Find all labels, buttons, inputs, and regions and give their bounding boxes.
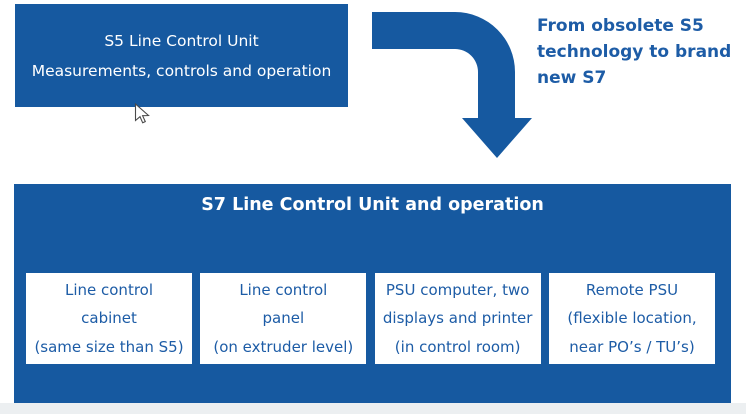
card-line-control-cabinet: Line control cabinet (same size than S5) <box>26 273 192 364</box>
transition-note-line-3: new S7 <box>537 68 607 88</box>
s7-cards-row: Line control cabinet (same size than S5)… <box>26 273 715 364</box>
card-remote-psu: Remote PSU (flexible location, near PO’s… <box>548 273 715 364</box>
card-line: (in control room) <box>394 337 521 356</box>
card-line: PSU computer, two <box>385 280 530 299</box>
s5-line-control-box: S5 Line Control Unit Measurements, contr… <box>15 4 348 107</box>
card-line: (flexible location, <box>567 309 697 328</box>
card-line: Line control <box>64 280 154 299</box>
s7-panel-title: S7 Line Control Unit and operation <box>201 195 544 215</box>
card-line: panel <box>262 309 305 328</box>
card-line: Line control <box>239 280 328 299</box>
card-line: Remote PSU <box>585 280 679 299</box>
bent-down-arrow-icon <box>372 12 532 158</box>
card-line: cabinet <box>81 309 137 328</box>
s7-panel: S7 Line Control Unit and operation Line … <box>14 184 731 403</box>
card-psu-computer: PSU computer, two displays and printer (… <box>374 273 541 364</box>
s5-box-subtitle: Measurements, controls and operation <box>31 61 332 80</box>
bottom-strip <box>0 403 746 414</box>
card-line-control-panel: Line control panel (on extruder level) <box>200 273 367 364</box>
card-line: near PO’s / TU’s) <box>569 337 695 356</box>
transition-note-line-1: From obsolete S5 <box>537 16 704 36</box>
transition-note: From obsolete S5 technology to brand new… <box>537 13 745 91</box>
s5-box-title: S5 Line Control Unit <box>104 31 259 50</box>
card-line: (on extruder level) <box>213 337 354 356</box>
mouse-cursor-icon <box>134 103 150 124</box>
card-line: (same size than S5) <box>34 337 184 356</box>
card-line: displays and printer <box>382 309 533 328</box>
transition-note-line-2: technology to brand <box>537 42 732 62</box>
